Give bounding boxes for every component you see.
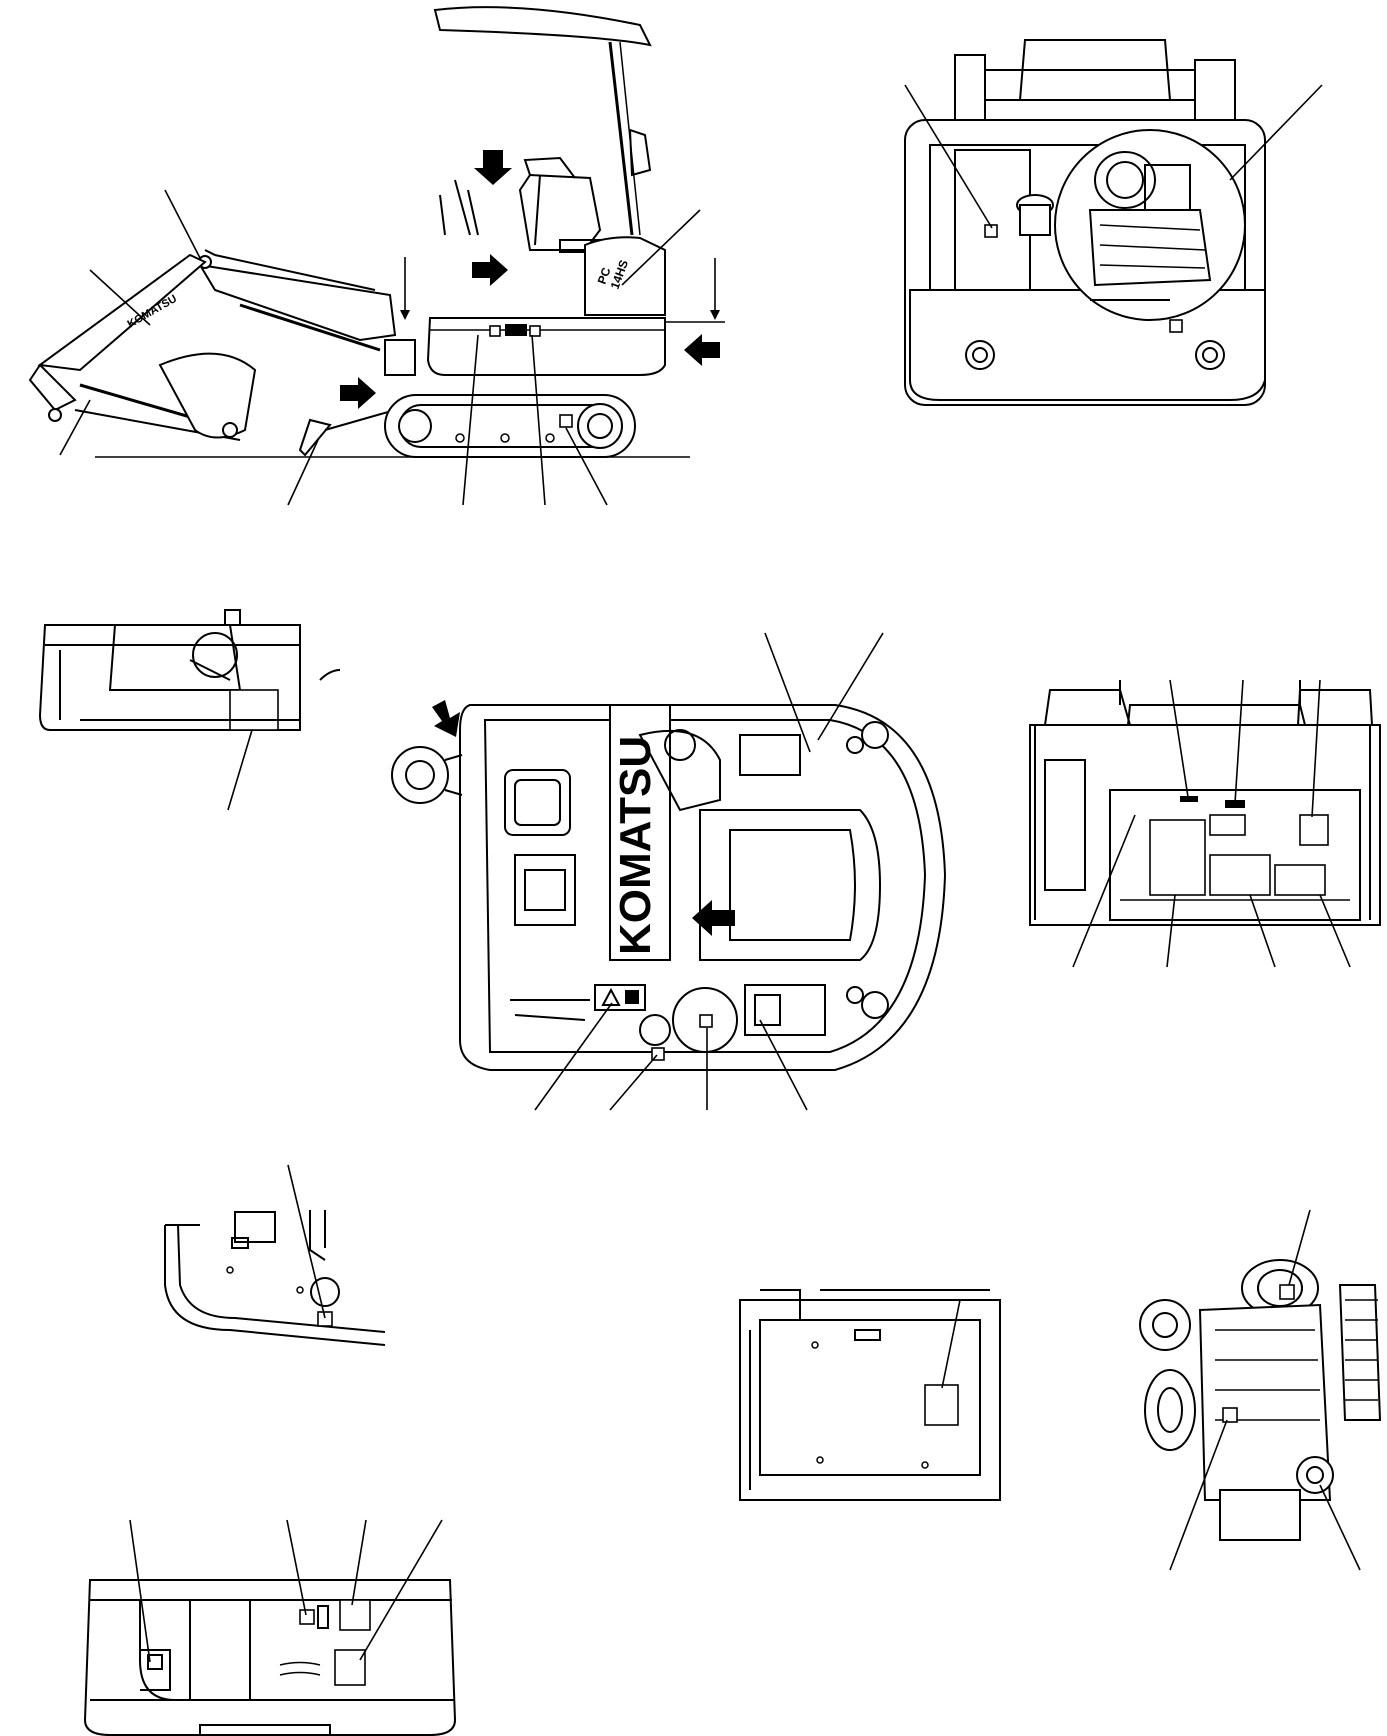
hood-strip [609, 704, 671, 961]
bucket [158, 352, 257, 439]
arrow-down-top [474, 150, 512, 185]
cover-interior-view [1029, 679, 1381, 968]
engine-hood [584, 236, 666, 316]
model-badge-top: PC [595, 265, 614, 286]
floor-detail-view [164, 1164, 386, 1346]
engine-view [1139, 1209, 1382, 1571]
top-view: KOMATSU [391, 632, 947, 1111]
arrow-top-view-left [692, 900, 735, 936]
boom [198, 263, 397, 342]
canopy-roof [433, 6, 652, 47]
arm [37, 253, 207, 372]
counterweight-view [83, 1519, 457, 1736]
hood-brand-text: KOMATSU [611, 736, 660, 955]
side-view: PC 14HS KOMATSU [28, 6, 725, 506]
arrow-top-view-corner [432, 700, 460, 737]
engine-detail-circle [1054, 129, 1246, 321]
arrow-right-low [340, 377, 376, 409]
arrow-left-rear [684, 334, 720, 366]
arrow-right-mid [472, 254, 508, 286]
upper-structure [426, 317, 666, 376]
battery-panel-view [739, 1289, 1001, 1501]
rear-view [904, 39, 1323, 406]
left-panel-view [38, 609, 341, 811]
